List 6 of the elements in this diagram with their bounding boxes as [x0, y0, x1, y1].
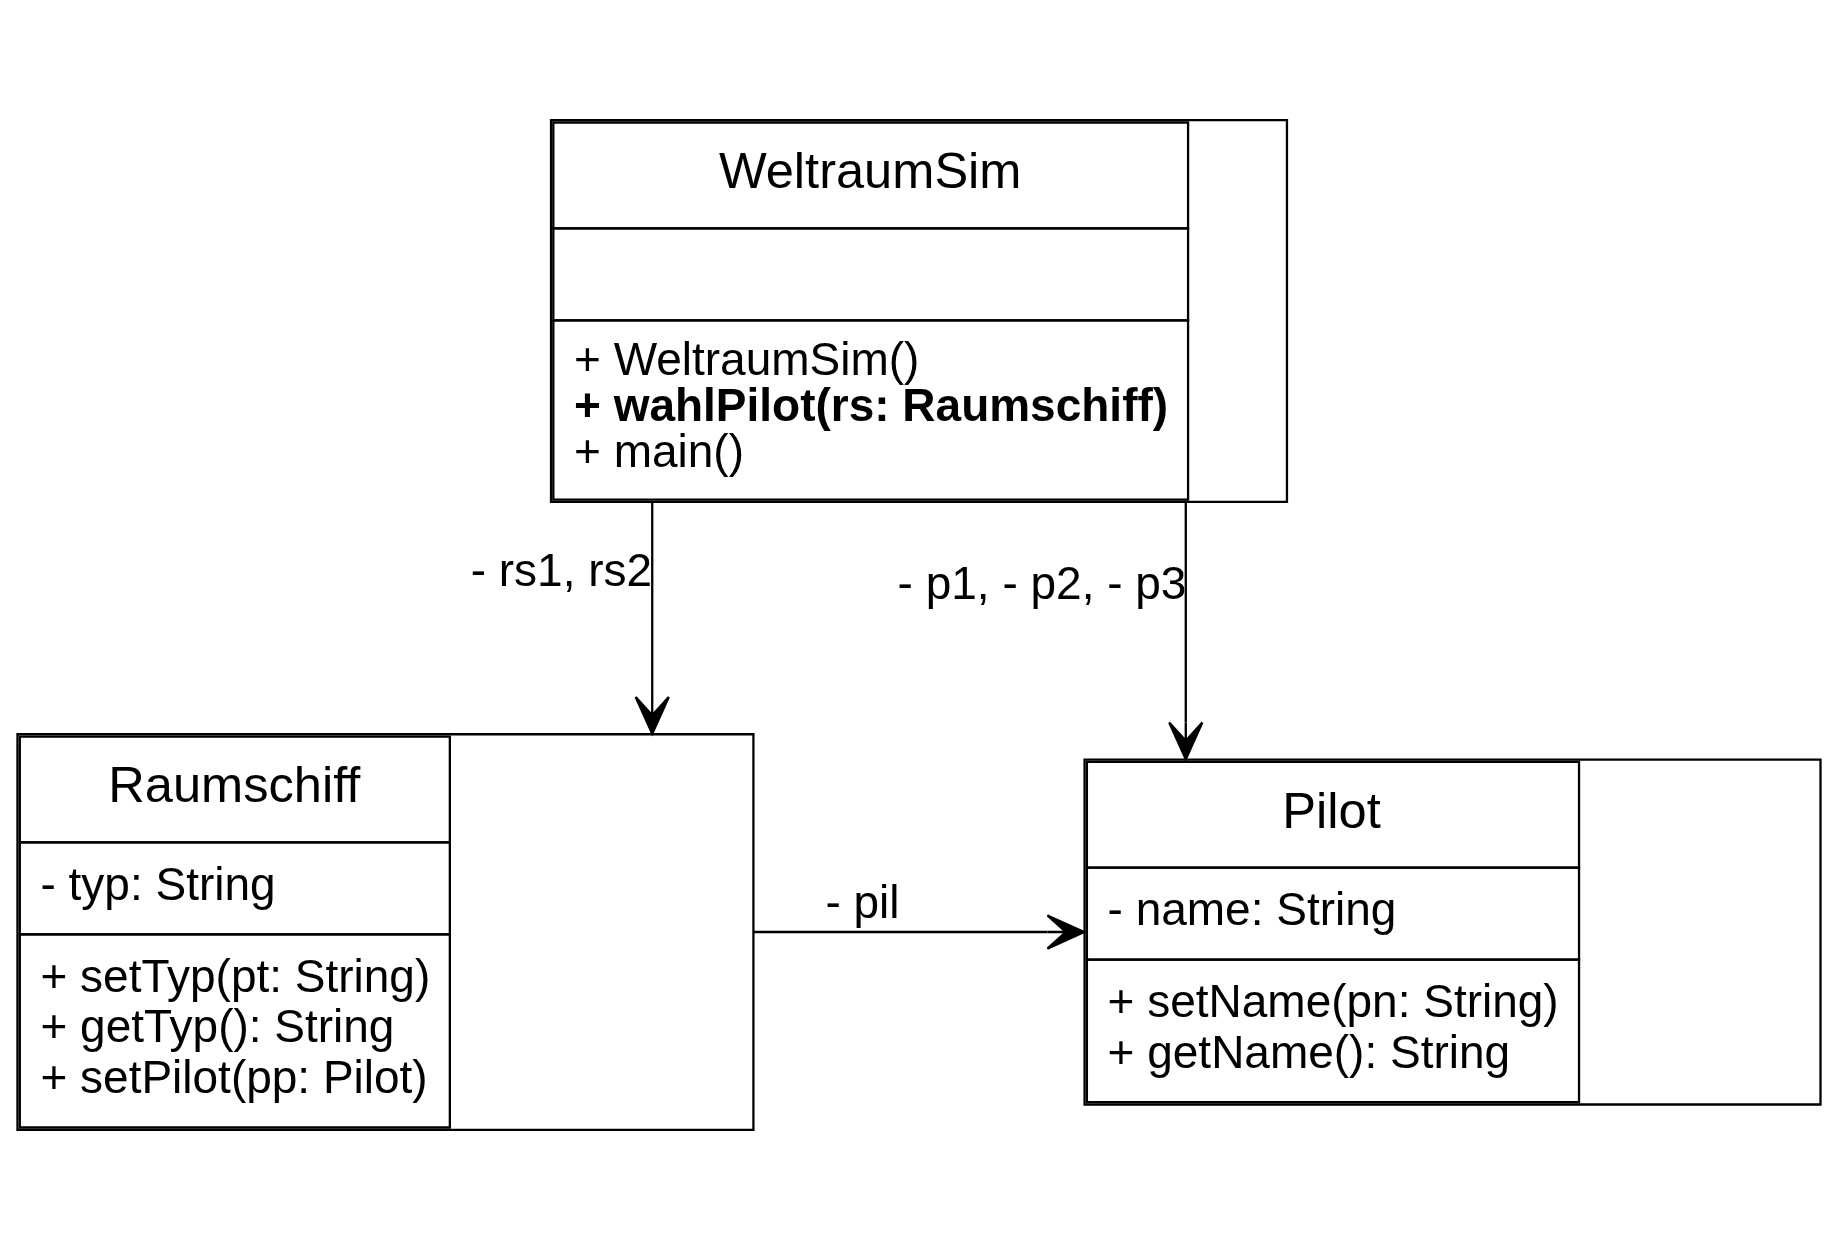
- edge-label: - rs1, rs2: [470, 543, 653, 596]
- edge-label: - p1, - p2, - p3: [897, 556, 1187, 609]
- edge-label: - pil: [825, 875, 900, 928]
- arrow: [753, 913, 1086, 950]
- arrow: [1168, 501, 1204, 760]
- arrow: [634, 501, 670, 735]
